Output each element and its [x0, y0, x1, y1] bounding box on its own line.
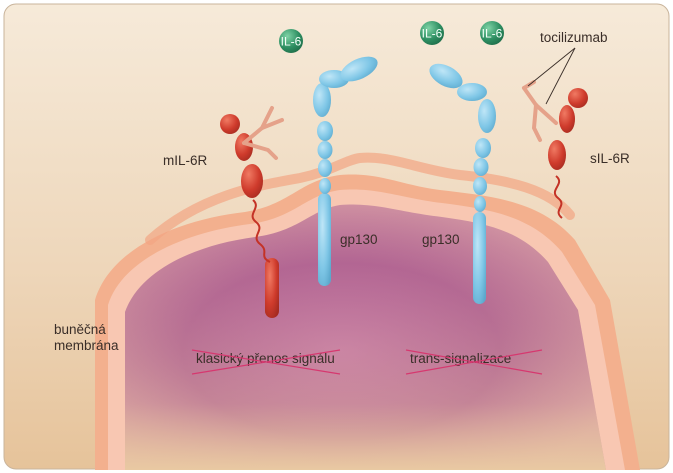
sil6r-receptor [548, 88, 588, 219]
mil6r-label: mIL-6R [163, 153, 208, 168]
trans-signaling: trans-signalizace [405, 349, 543, 375]
classic-signaling-label: klasický přenos signálu [196, 351, 335, 366]
membrane-label-line1: buněčná [54, 322, 106, 337]
classic-signaling: klasický přenos signálu [191, 349, 341, 375]
il6-molecule-right: IL-6 [480, 21, 504, 45]
classic-strike-2 [191, 349, 341, 375]
il6-molecule-middle: IL-6 [420, 21, 444, 45]
gp130-left [313, 56, 378, 286]
trans-strike-2 [405, 349, 543, 375]
il6-molecule-left: IL-6 [279, 29, 303, 53]
mil6r-receptor [220, 114, 279, 318]
tocilizumab-antibody-left [242, 106, 284, 160]
svg-text:IL-6: IL-6 [482, 27, 503, 41]
sil6r-label: sIL-6R [590, 151, 630, 166]
svg-text:IL-6: IL-6 [281, 35, 302, 49]
gp130-right [429, 63, 496, 304]
membrane-label-line2: membrána [54, 338, 119, 353]
gp130-left-label: gp130 [340, 232, 378, 247]
gp130-right-label: gp130 [422, 232, 460, 247]
svg-text:IL-6: IL-6 [422, 27, 443, 41]
tocilizumab-leader [527, 47, 576, 105]
tocilizumab-label: tocilizumab [540, 30, 608, 45]
